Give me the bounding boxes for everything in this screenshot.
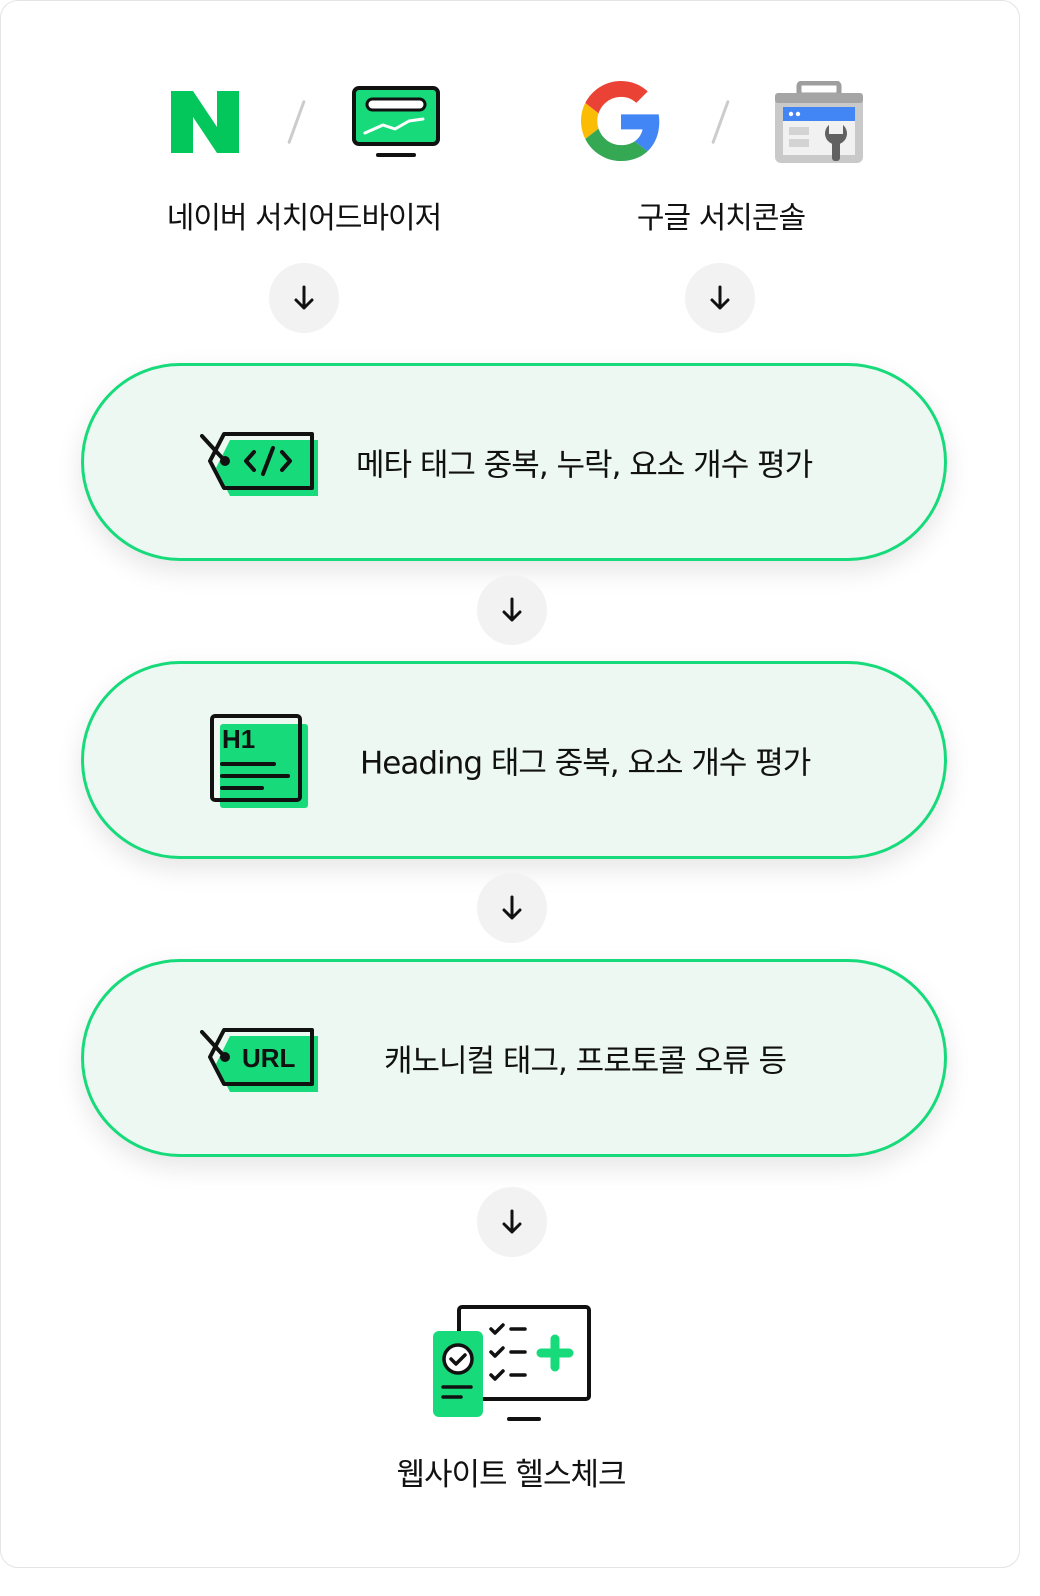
step-meta-tag: 메타 태그 중복, 누락, 요소 개수 평가 <box>81 363 947 561</box>
arrow-down-connector <box>477 575 547 645</box>
arrow-down-icon <box>294 285 314 310</box>
step-canonical-tag: URL 캐노니컬 태그, 프로토콜 오류 등 <box>81 959 947 1157</box>
step-meta-tag-text: 메타 태그 중복, 누락, 요소 개수 평가 <box>356 447 813 484</box>
google-logo-icon <box>581 81 660 161</box>
arrow-down-connector <box>477 1187 547 1257</box>
arrow-down-connector <box>477 873 547 943</box>
slash-divider <box>711 99 730 145</box>
arrow-down-icon <box>502 597 522 622</box>
arrow-down-connector <box>269 263 339 333</box>
url-icon-text: URL <box>242 1043 296 1073</box>
url-tag-icon: URL <box>200 1028 318 1092</box>
arrow-down-icon <box>710 285 730 310</box>
arrow-down-icon <box>502 1209 522 1234</box>
arrow-down-connector <box>685 263 755 333</box>
google-search-console-icon <box>775 81 863 163</box>
naver-search-advisor-icon <box>352 86 440 157</box>
diagram-frame: 네이버 서치어드바이저 구글 서치콘솔 메타 <box>0 0 1020 1568</box>
arrow-down-icon <box>502 895 522 920</box>
slash-divider <box>287 99 306 145</box>
h1-heading-document-icon: H1 <box>210 714 308 808</box>
google-search-console-label: 구글 서치콘솔 <box>636 201 806 236</box>
naver-search-advisor-label: 네이버 서치어드바이저 <box>166 201 443 236</box>
step-heading-tag: H1 Heading 태그 중복, 요소 개수 평가 <box>81 661 947 859</box>
naver-logo-icon <box>171 91 239 153</box>
meta-code-tag-icon <box>200 432 318 496</box>
website-health-check-icon <box>433 1305 591 1421</box>
website-health-check-label: 웹사이트 헬스체크 <box>396 1457 626 1493</box>
step-heading-tag-text: Heading 태그 중복, 요소 개수 평가 <box>360 745 811 782</box>
h1-icon-text: H1 <box>222 724 255 754</box>
step-canonical-tag-text: 캐노니컬 태그, 프로토콜 오류 등 <box>384 1043 787 1080</box>
